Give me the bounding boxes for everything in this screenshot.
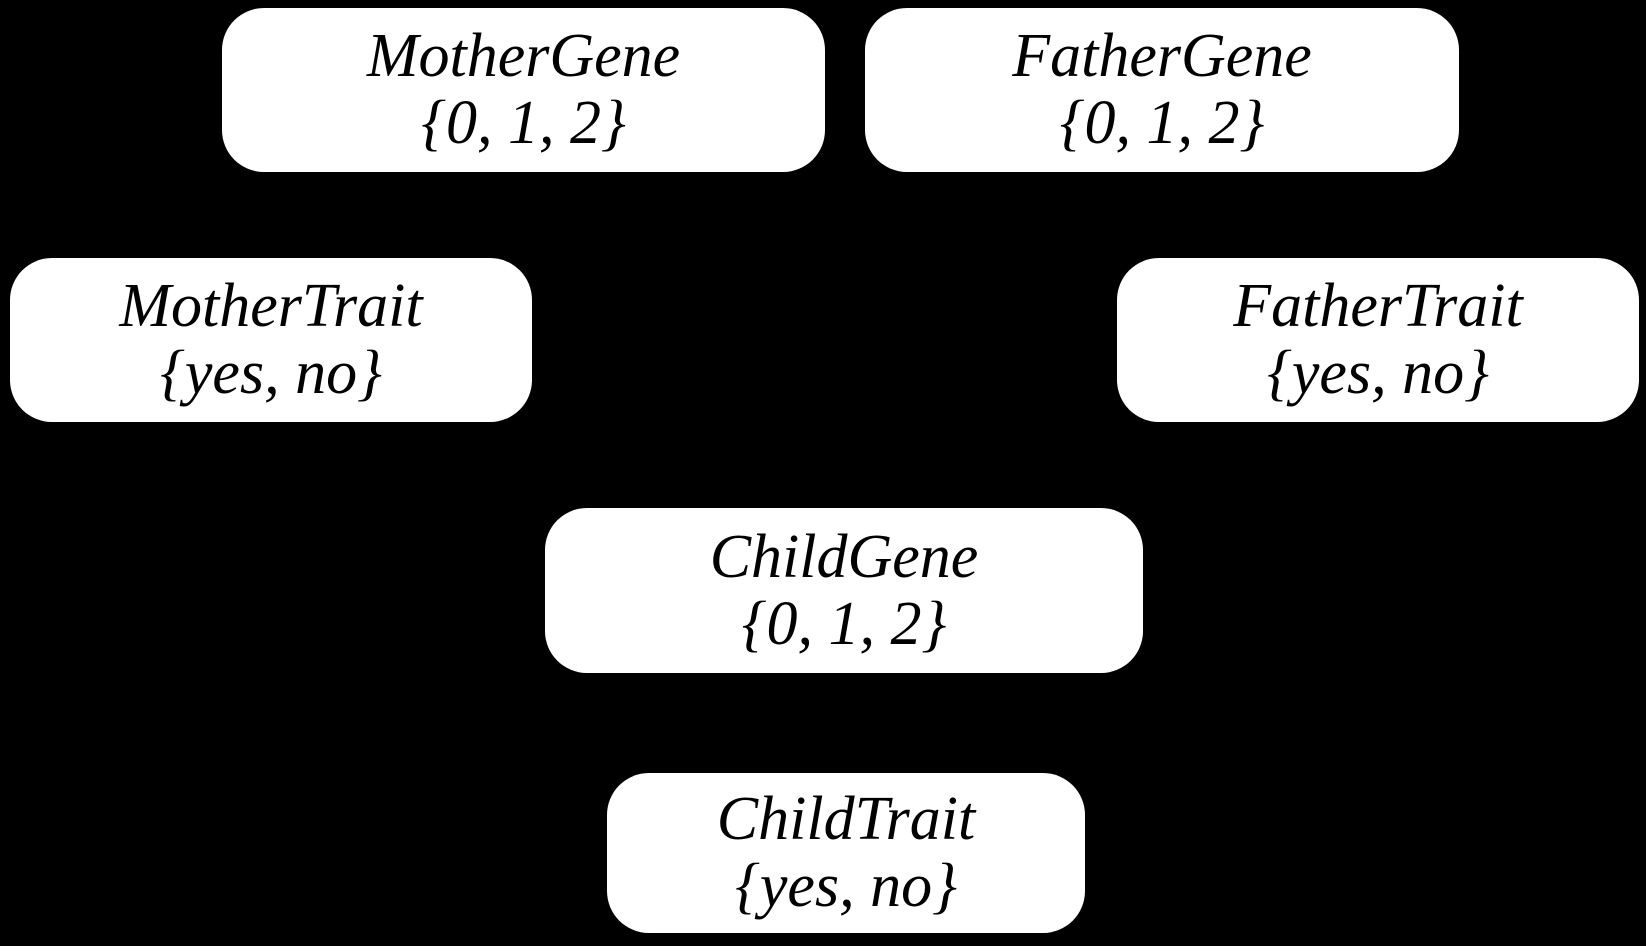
node-child-trait: ChildTrait {yes, no} <box>607 773 1085 933</box>
node-domain: {0, 1, 2} <box>421 89 626 157</box>
node-domain: {0, 1, 2} <box>1059 89 1265 157</box>
node-mother-gene: MotherGene {0, 1, 2} <box>222 8 825 172</box>
node-domain: {0, 1, 2} <box>741 589 947 658</box>
node-mother-trait: MotherTrait {yes, no} <box>10 258 532 422</box>
node-father-trait: FatherTrait {yes, no} <box>1117 258 1639 422</box>
node-label: FatherTrait <box>1233 272 1523 341</box>
node-label: FatherGene <box>1012 22 1312 91</box>
node-label: ChildTrait <box>716 785 976 854</box>
node-label: MotherTrait <box>119 272 423 341</box>
node-domain: {yes, no} <box>735 852 957 920</box>
node-domain: {yes, no} <box>1267 339 1489 407</box>
node-domain: {yes, no} <box>160 339 382 407</box>
node-label: ChildGene <box>709 522 979 591</box>
node-label: MotherGene <box>366 22 681 91</box>
node-father-gene: FatherGene {0, 1, 2} <box>865 8 1459 172</box>
node-child-gene: ChildGene {0, 1, 2} <box>545 508 1143 673</box>
